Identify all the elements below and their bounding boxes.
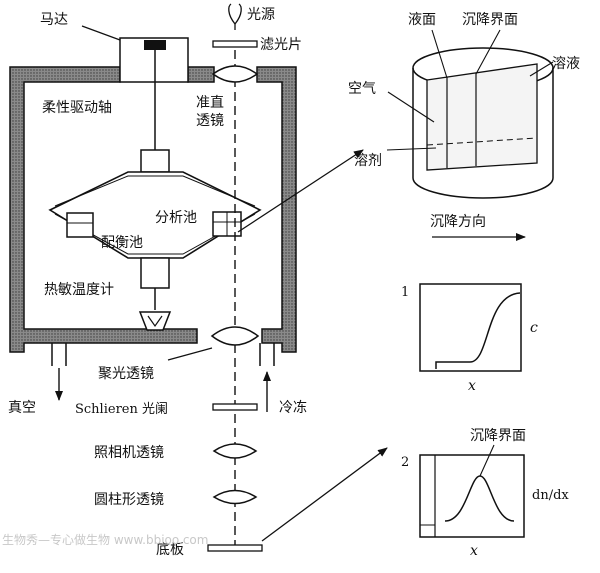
collimating-lens-label-2: 透镜 — [196, 113, 224, 129]
arrow-cell-to-detail — [237, 149, 364, 233]
collimating-lens-label-1: 准直 — [196, 94, 224, 111]
arrow-plate-to-plot2 — [261, 447, 388, 542]
baseplate-label: 底板 — [156, 542, 184, 558]
schlieren-label: Schlieren 光阑 — [75, 402, 168, 417]
cylindrical-lens — [212, 489, 258, 505]
refrigeration-label: 冷冻 — [279, 399, 307, 416]
plot-gradient — [419, 454, 525, 538]
watermark: 生物秀—专心做生物 www.bbioo.com — [2, 532, 208, 547]
schlieren-diaphragm — [212, 403, 258, 411]
chamber-wall-right-outer — [256, 66, 297, 353]
boundary-label: 沉降界面 — [462, 12, 518, 28]
thermistor — [138, 311, 172, 331]
plot2-number: 2 — [401, 455, 409, 470]
flex-shaft-label: 柔性驱动轴 — [42, 100, 112, 116]
collimating-lens — [211, 65, 259, 83]
motor-label: 马达 — [40, 12, 68, 28]
plot1-ylabel: c — [530, 320, 538, 336]
rotor — [48, 149, 262, 310]
baseplate — [207, 544, 263, 552]
solution-label: 溶液 — [552, 56, 580, 72]
chamber-wall-right — [187, 66, 215, 83]
plot2-xlabel: x — [470, 543, 478, 559]
plot-concentration-curve — [435, 292, 521, 369]
filter-label: 滤光片 — [260, 37, 302, 53]
camera-lens — [212, 443, 258, 459]
condenser-lens-label: 聚光透镜 — [98, 366, 154, 382]
filter — [212, 40, 258, 48]
plot2-ylabel: dn/dx — [532, 488, 569, 503]
plot1-xlabel: x — [468, 378, 476, 394]
camera-lens-label: 照相机透镜 — [94, 445, 164, 461]
motor — [119, 37, 189, 150]
meniscus-label: 液面 — [408, 12, 436, 28]
cell-detail — [412, 47, 554, 199]
balance-cell-label: 配衡池 — [101, 235, 143, 251]
plot1-number: 1 — [401, 285, 409, 300]
sedimentation-direction-label: 沉降方向 — [430, 214, 486, 230]
balance-cell — [66, 212, 94, 238]
vacuum-label: 真空 — [8, 400, 36, 416]
solvent-label: 溶剂 — [354, 153, 382, 169]
light-source-label: 光源 — [247, 7, 275, 23]
analysis-cell-label: 分析池 — [155, 210, 197, 226]
condenser-lens — [210, 326, 260, 346]
analysis-cell — [212, 211, 242, 237]
air-label: 空气 — [348, 81, 376, 97]
light-source — [228, 3, 242, 30]
peak-boundary-label: 沉降界面 — [470, 428, 526, 444]
thermistor-label: 热敏温度计 — [44, 282, 114, 298]
cylindrical-lens-label: 圆柱形透镜 — [94, 492, 164, 508]
plot-concentration — [419, 283, 522, 372]
